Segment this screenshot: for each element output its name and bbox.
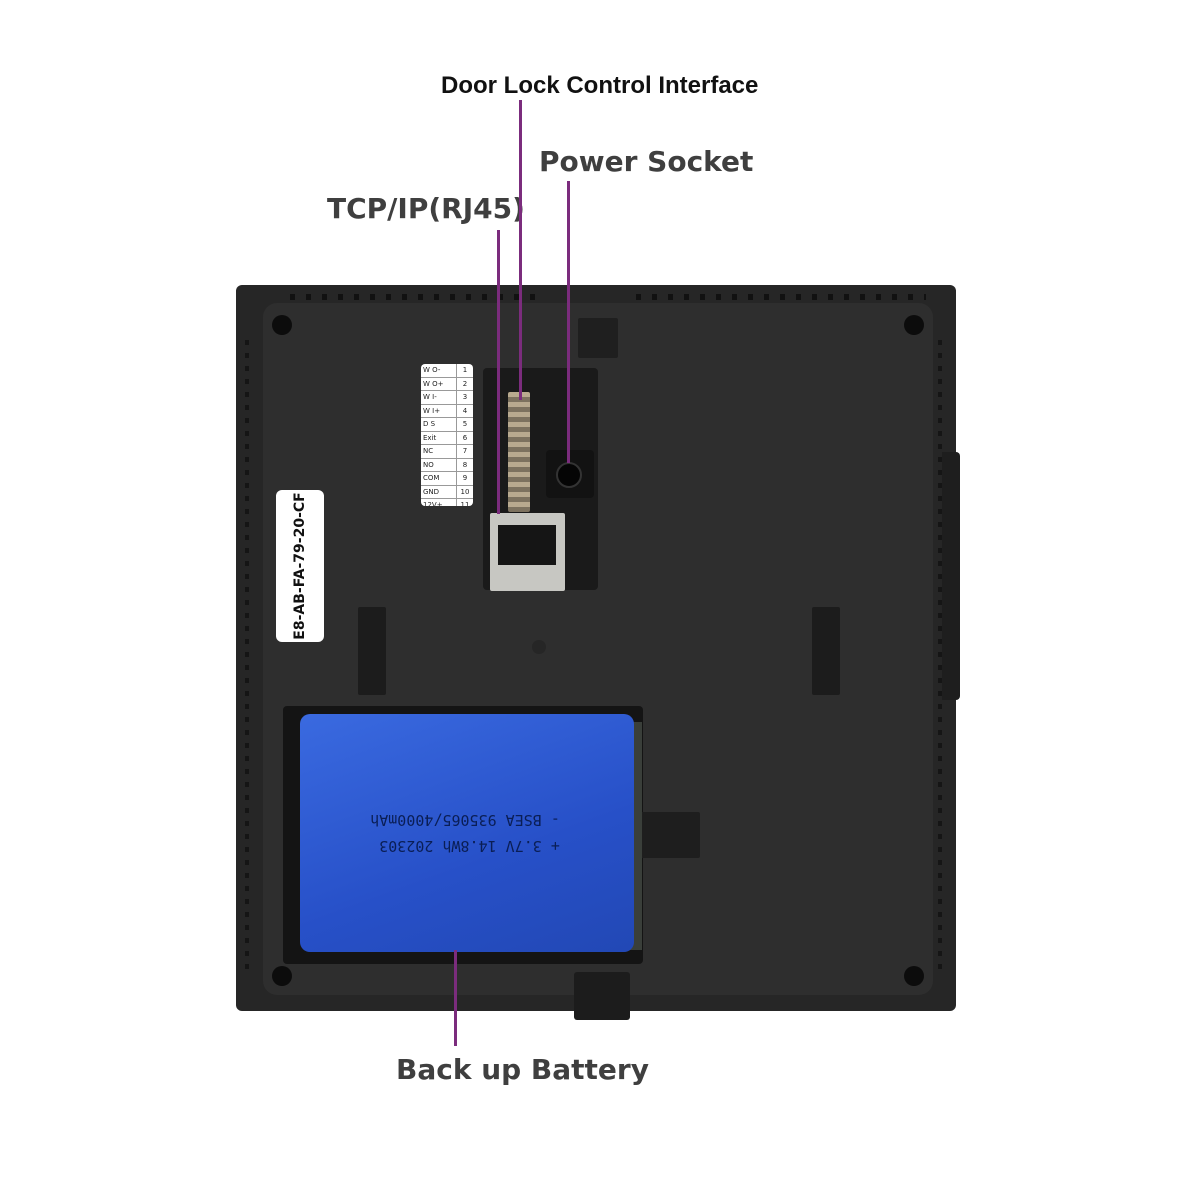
callout-tcp-ip: TCP/IP(RJ45) [327,192,525,225]
door-lock-terminal-block [508,392,530,512]
bottom-clip-tab [574,972,630,1020]
power-socket-pin [556,462,582,488]
battery-print: + 3.7V 14.8Wh 202303 - BSEA 935065/4000mA… [370,807,560,859]
callout-door-lock-control-interface: Door Lock Control Interface [441,72,759,99]
screw-top-left [272,315,292,335]
backup-battery [300,714,634,952]
device-side-tab [942,452,960,700]
mac-address-sticker [276,490,324,642]
top-clip-tab [578,318,618,358]
wiring-row: W O-1 [421,364,473,378]
wiring-signal: W O+ [421,377,457,391]
battery-print-line1: + 3.7V 14.8Wh 202303 [379,837,560,855]
wiring-pin-number: 1 [456,364,473,378]
leader-power-socket [567,181,570,463]
wiring-signal: GND [421,485,457,499]
wiring-signal: W O- [421,364,457,378]
wiring-signal: 12V+ [421,498,457,506]
callout-backup-battery: Back up Battery [396,1053,649,1086]
mount-slot-left [358,607,386,695]
screw-bottom-right [904,966,924,986]
screw-bottom-left [272,966,292,986]
wiring-signal: Exit [421,431,457,445]
wiring-pin-number: 3 [456,390,473,405]
wiring-pin-number: 4 [456,404,473,418]
wiring-pin-number: 8 [456,458,473,472]
rj45-port-opening [498,525,556,565]
vent-right [938,340,942,970]
vent-left [245,340,249,970]
mount-slot-right [812,607,840,695]
wiring-pin-number: 9 [456,471,473,486]
wiring-pin-number: 10 [456,485,473,499]
screw-top-right [904,315,924,335]
wiring-row: W O+2 [421,377,473,391]
wiring-pin-number: 2 [456,377,473,391]
wiring-pin-number: 7 [456,444,473,459]
wiring-row: W I-3 [421,390,473,405]
leader-tcp-ip [497,230,500,514]
wiring-row: 12V+11 [421,498,473,506]
wiring-signal: NC [421,444,457,459]
center-dimple [532,640,546,654]
battery-print-line2: - BSEA 935065/4000mAh [370,811,560,829]
leader-door-lock [519,100,522,400]
callout-power-socket: Power Socket [539,145,754,178]
vent-top-right [636,294,926,300]
wiring-signal: W I+ [421,404,457,418]
wiring-pin-number: 11 [456,498,473,506]
mac-address-text: E8-AB-FA-79-20-CF [292,492,308,640]
wiring-signal: NO [421,458,457,472]
wiring-signal: COM [421,471,457,486]
wiring-signal: W I- [421,390,457,405]
wiring-row: W I+4 [421,404,473,418]
wiring-pin-number: 6 [456,431,473,445]
leader-battery [454,950,457,1046]
wiring-signal: D S [421,417,457,432]
wiring-pin-number: 5 [456,417,473,432]
vent-top-left [290,294,546,300]
